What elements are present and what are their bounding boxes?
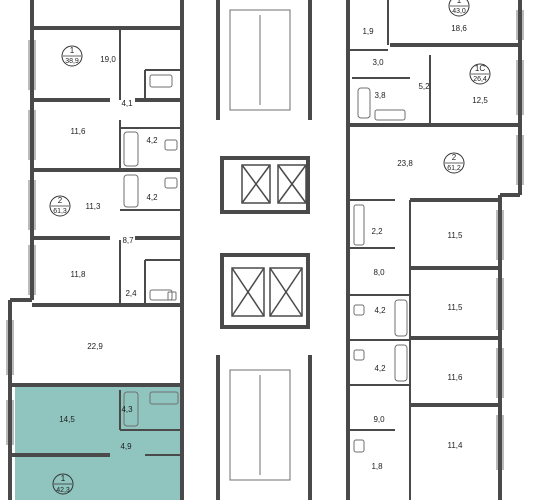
room-area: 3,0 <box>372 58 384 67</box>
room-area: 4,1 <box>121 99 133 108</box>
room-area: 3,8 <box>374 91 386 100</box>
right-wing-fixtures <box>353 87 408 453</box>
left-wing-fixtures <box>123 74 179 427</box>
room-area: 4,2 <box>374 306 386 315</box>
room-area: 14,5 <box>59 415 75 424</box>
left-wing-labels: 1 38,9 19,0 4,1 11,6 4,2 4,2 2 61,3 11,3… <box>49 45 158 495</box>
room-area: 18,6 <box>451 24 467 33</box>
left-wing-partitions <box>119 28 182 456</box>
room-area: 11,6 <box>448 373 464 382</box>
apartment-area: 61,2 <box>447 165 461 172</box>
apartment-area: 43,0 <box>452 8 466 15</box>
apartment-number: 2 <box>58 196 63 205</box>
room-area: 1,8 <box>371 462 383 471</box>
apartment-marker <box>469 63 491 85</box>
apartment-number: 1С <box>475 64 485 73</box>
room-area: 9,0 <box>373 415 385 424</box>
room-area: 2,4 <box>125 289 137 298</box>
apartment-area: 61,3 <box>53 208 67 215</box>
room-area: 5,2 <box>418 82 430 91</box>
room-area: 23,8 <box>397 159 413 168</box>
room-area: 11,3 <box>86 202 102 211</box>
room-area: 1,9 <box>362 27 374 36</box>
core-walls <box>216 0 312 500</box>
room-area: 11,8 <box>71 270 87 279</box>
room-area: 4,2 <box>146 193 158 202</box>
left-wing-walls <box>8 0 184 500</box>
room-area: 11,4 <box>448 441 464 450</box>
room-area: 11,5 <box>448 303 464 312</box>
room-area: 11,5 <box>448 231 464 240</box>
right-wing-walls <box>346 0 522 500</box>
room-area: 4,2 <box>374 364 386 373</box>
room-area: 12,5 <box>472 96 488 105</box>
apartment-number: 2 <box>452 153 457 162</box>
room-area: 4,3 <box>121 405 133 414</box>
apartment-marker <box>61 45 83 67</box>
room-area: 2,2 <box>371 227 383 236</box>
highlighted-apartment[interactable] <box>15 385 182 500</box>
apartment-marker <box>52 473 74 495</box>
apartment-number: 1 <box>457 0 462 5</box>
apartment-marker <box>49 195 71 217</box>
room-area: 4,2 <box>146 136 158 145</box>
elevators <box>231 164 307 317</box>
apartment-area: 38,9 <box>65 58 79 65</box>
room-area: 11,6 <box>71 127 87 136</box>
apartment-number: 1 <box>70 46 75 55</box>
room-area: 8,7 <box>122 236 134 245</box>
apartment-marker <box>448 0 470 17</box>
right-wing-labels: 1 43,0 18,6 1,9 3,0 1С 26,4 3,8 5,2 12,5… <box>362 0 491 471</box>
stair-bottom <box>229 369 291 481</box>
left-wing-windows <box>6 40 36 445</box>
right-wing-windows <box>496 10 524 470</box>
apartment-area: 26,4 <box>473 76 487 83</box>
apartment-marker <box>443 152 465 174</box>
right-wing-partitions <box>348 0 431 500</box>
stair-top <box>229 9 291 111</box>
room-area: 19,0 <box>100 55 116 64</box>
apartment-number: 1 <box>61 474 66 483</box>
room-area: 22,9 <box>87 342 103 351</box>
apartment-area: 42,3 <box>56 487 70 494</box>
room-area: 4,9 <box>120 442 132 451</box>
room-area: 8,0 <box>373 268 385 277</box>
